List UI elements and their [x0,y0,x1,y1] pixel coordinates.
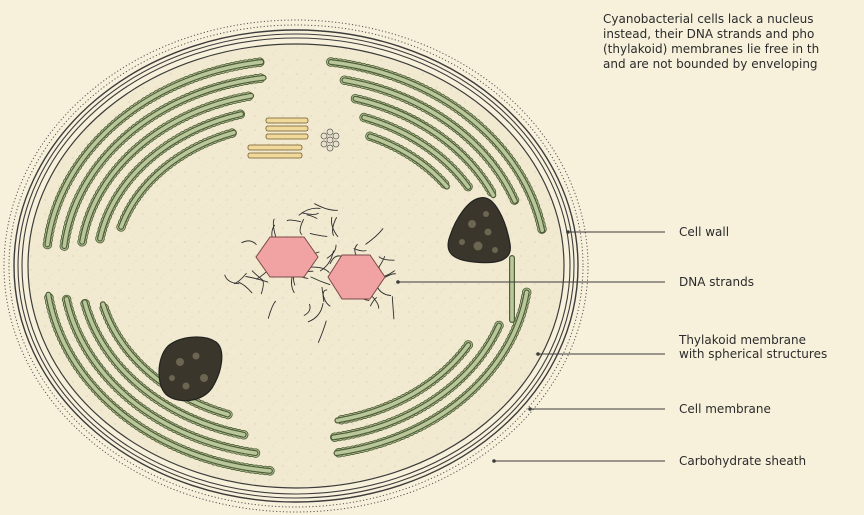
label-thylakoid-membrane: Thylakoid membrane with spherical struct… [679,333,827,361]
label-cell-membrane: Cell membrane [679,402,771,416]
caption-text: Cyanobacterial cells lack a nucleus inst… [603,12,864,72]
caption-line: (thylakoid) membranes lie free in th [603,42,864,57]
label-thylakoid-line2: with spherical structures [679,347,827,361]
caption-line: instead, their DNA strands and pho [603,27,864,42]
carboxysome [256,237,318,277]
label-cell-wall: Cell wall [679,225,729,239]
caption-line: and are not bounded by enveloping [603,57,864,72]
label-thylakoid-line1: Thylakoid membrane [679,333,827,347]
label-dna-strands: DNA strands [679,275,754,289]
caption-line: Cyanobacterial cells lack a nucleus [603,12,864,27]
label-carbohydrate-sheath: Carbohydrate sheath [679,454,806,468]
